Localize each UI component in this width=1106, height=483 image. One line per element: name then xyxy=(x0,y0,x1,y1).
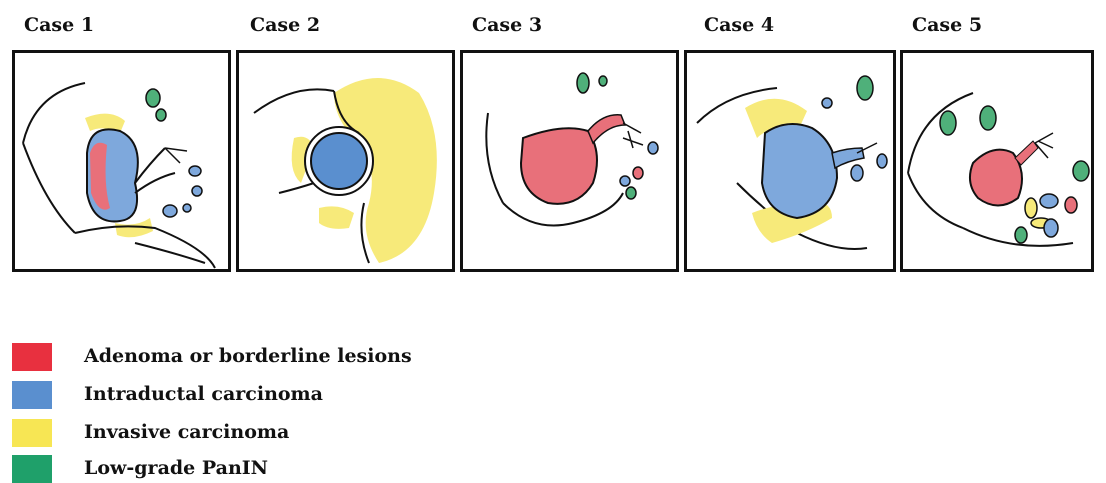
adenoma-duct xyxy=(1015,141,1038,165)
intraductal-lesion xyxy=(163,205,177,217)
adenoma-lesion xyxy=(633,167,643,179)
intraductal-lesion xyxy=(877,154,887,168)
intraductal-lesion xyxy=(851,165,863,181)
case-3-drawing xyxy=(463,53,676,269)
case-2-panel xyxy=(236,50,455,272)
panin-lesion xyxy=(980,106,996,130)
pancreas-outline xyxy=(135,243,205,263)
case-2-drawing xyxy=(239,53,452,269)
case-1-title: Case 1 xyxy=(24,14,94,36)
legend-swatch-invasive xyxy=(12,419,52,447)
pancreas-outline xyxy=(486,113,503,203)
pancreas-outline xyxy=(254,89,334,113)
legend-label-adenoma: Adenoma or borderline lesions xyxy=(84,345,412,367)
legend-label-intraductal: Intraductal carcinoma xyxy=(84,383,323,405)
cyst-outline xyxy=(970,150,1022,206)
intraductal-lesion xyxy=(189,166,201,176)
adenoma-lesion xyxy=(1065,197,1077,213)
panin-lesion xyxy=(940,111,956,135)
panin-lesion xyxy=(599,76,607,86)
case-4-title: Case 4 xyxy=(704,14,774,36)
panin-lesion xyxy=(146,89,160,107)
case-5-panel xyxy=(900,50,1094,272)
cyst-outline xyxy=(521,128,597,204)
panin-lesion xyxy=(626,187,636,199)
intraductal-lesion xyxy=(1040,194,1058,208)
duct xyxy=(623,123,643,148)
intraductal-lesion xyxy=(192,186,202,196)
intraductal-lesion xyxy=(183,204,191,212)
case-5-title: Case 5 xyxy=(912,14,982,36)
intraductal-lesion xyxy=(620,176,630,186)
case-1-panel xyxy=(12,50,231,272)
panin-lesion xyxy=(1073,161,1089,181)
case-5-drawing xyxy=(903,53,1091,269)
invasive-region xyxy=(319,206,354,228)
legend-swatch-intraductal xyxy=(12,381,52,409)
case-4-panel xyxy=(684,50,896,272)
duct xyxy=(1035,133,1053,158)
intraductal-lesion xyxy=(822,98,832,108)
intraductal-lesion xyxy=(648,142,658,154)
adenoma-duct xyxy=(588,115,625,143)
case-2-title: Case 2 xyxy=(250,14,320,36)
pancreas-outline xyxy=(908,173,963,228)
panin-lesion xyxy=(1015,227,1027,243)
case-3-panel xyxy=(460,50,679,272)
pancreas-outline xyxy=(908,93,973,173)
legend-label-invasive: Invasive carcinoma xyxy=(84,421,289,443)
pancreas-outline xyxy=(23,143,75,233)
case-1-drawing xyxy=(15,53,228,269)
panin-lesion xyxy=(156,109,166,121)
intraductal-lesion xyxy=(1044,219,1058,237)
case-4-drawing xyxy=(687,53,893,269)
legend-swatch-adenoma xyxy=(12,343,52,371)
cyst-outline xyxy=(762,124,837,218)
invasive-lesion xyxy=(1025,198,1037,218)
duct xyxy=(165,148,187,163)
case-3-title: Case 3 xyxy=(472,14,542,36)
panin-lesion xyxy=(577,73,589,93)
pancreas-outline xyxy=(23,83,85,143)
legend-swatch-panin xyxy=(12,455,52,483)
pancreas-outline xyxy=(279,183,314,193)
legend-label-panin: Low-grade PanIN xyxy=(84,457,268,479)
intraductal-region xyxy=(311,133,367,189)
panin-lesion xyxy=(857,76,873,100)
